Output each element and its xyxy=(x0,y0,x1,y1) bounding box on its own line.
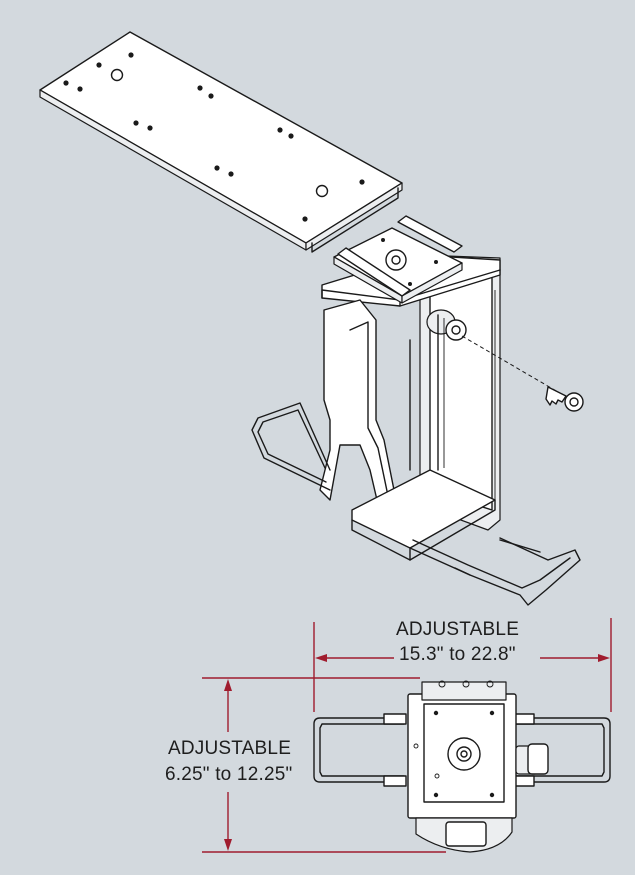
height-dimension xyxy=(202,677,446,853)
height-adjustable-label: ADJUSTABLE xyxy=(168,738,292,759)
plate-mounting-holes xyxy=(63,52,365,222)
width-adjustable-label: ADJUSTABLE xyxy=(396,619,520,640)
width-range-label: 15.3" to 22.8" xyxy=(399,644,516,665)
mounting-plate xyxy=(39,31,403,253)
width-dimension xyxy=(313,618,612,712)
lock-cylinder xyxy=(426,309,467,341)
bottom-view xyxy=(313,680,611,853)
height-range-label: 6.25" to 12.25" xyxy=(165,764,293,785)
cpu-holder-assembly xyxy=(251,215,584,606)
key-icon xyxy=(545,386,584,412)
